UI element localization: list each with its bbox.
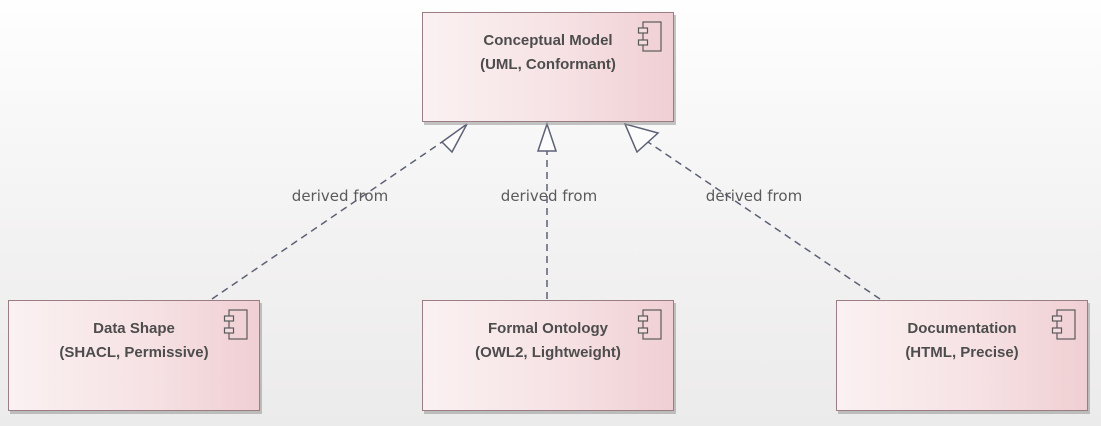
component-subtitle: (UML, Conformant) <box>480 56 616 73</box>
component-icon <box>637 21 662 52</box>
component-subtitle: (OWL2, Lightweight) <box>475 344 621 361</box>
component-data-shape[interactable]: Data Shape (SHACL, Permissive) <box>8 300 260 411</box>
edge-documentation-to-conceptual[interactable]: derived from <box>623 122 881 300</box>
edge-ontology-to-conceptual[interactable]: derived from <box>501 121 597 299</box>
component-title: Formal Ontology <box>488 320 608 337</box>
edge-label: derived from <box>292 187 388 205</box>
component-icon <box>637 309 662 340</box>
edge-label: derived from <box>501 187 597 205</box>
component-conceptual-model[interactable]: Conceptual Model (UML, Conformant) <box>422 12 674 122</box>
component-icon <box>223 309 248 340</box>
hollow-triangle-arrowhead <box>440 123 468 154</box>
component-title: Data Shape <box>93 320 175 337</box>
component-subtitle: (HTML, Precise) <box>905 344 1019 361</box>
hollow-triangle-arrowhead <box>536 121 558 152</box>
component-subtitle: (SHACL, Permissive) <box>59 344 209 361</box>
component-title: Documentation <box>907 320 1017 337</box>
edge-label: derived from <box>706 187 802 205</box>
component-formal-ontology[interactable]: Formal Ontology (OWL2, Lightweight) <box>422 300 674 411</box>
component-icon <box>1051 309 1076 340</box>
hollow-triangle-arrowhead <box>623 122 660 154</box>
edge-datashape-to-conceptual[interactable]: derived from <box>211 123 468 300</box>
component-documentation[interactable]: Documentation (HTML, Precise) <box>836 300 1088 411</box>
component-title: Conceptual Model <box>483 32 613 49</box>
